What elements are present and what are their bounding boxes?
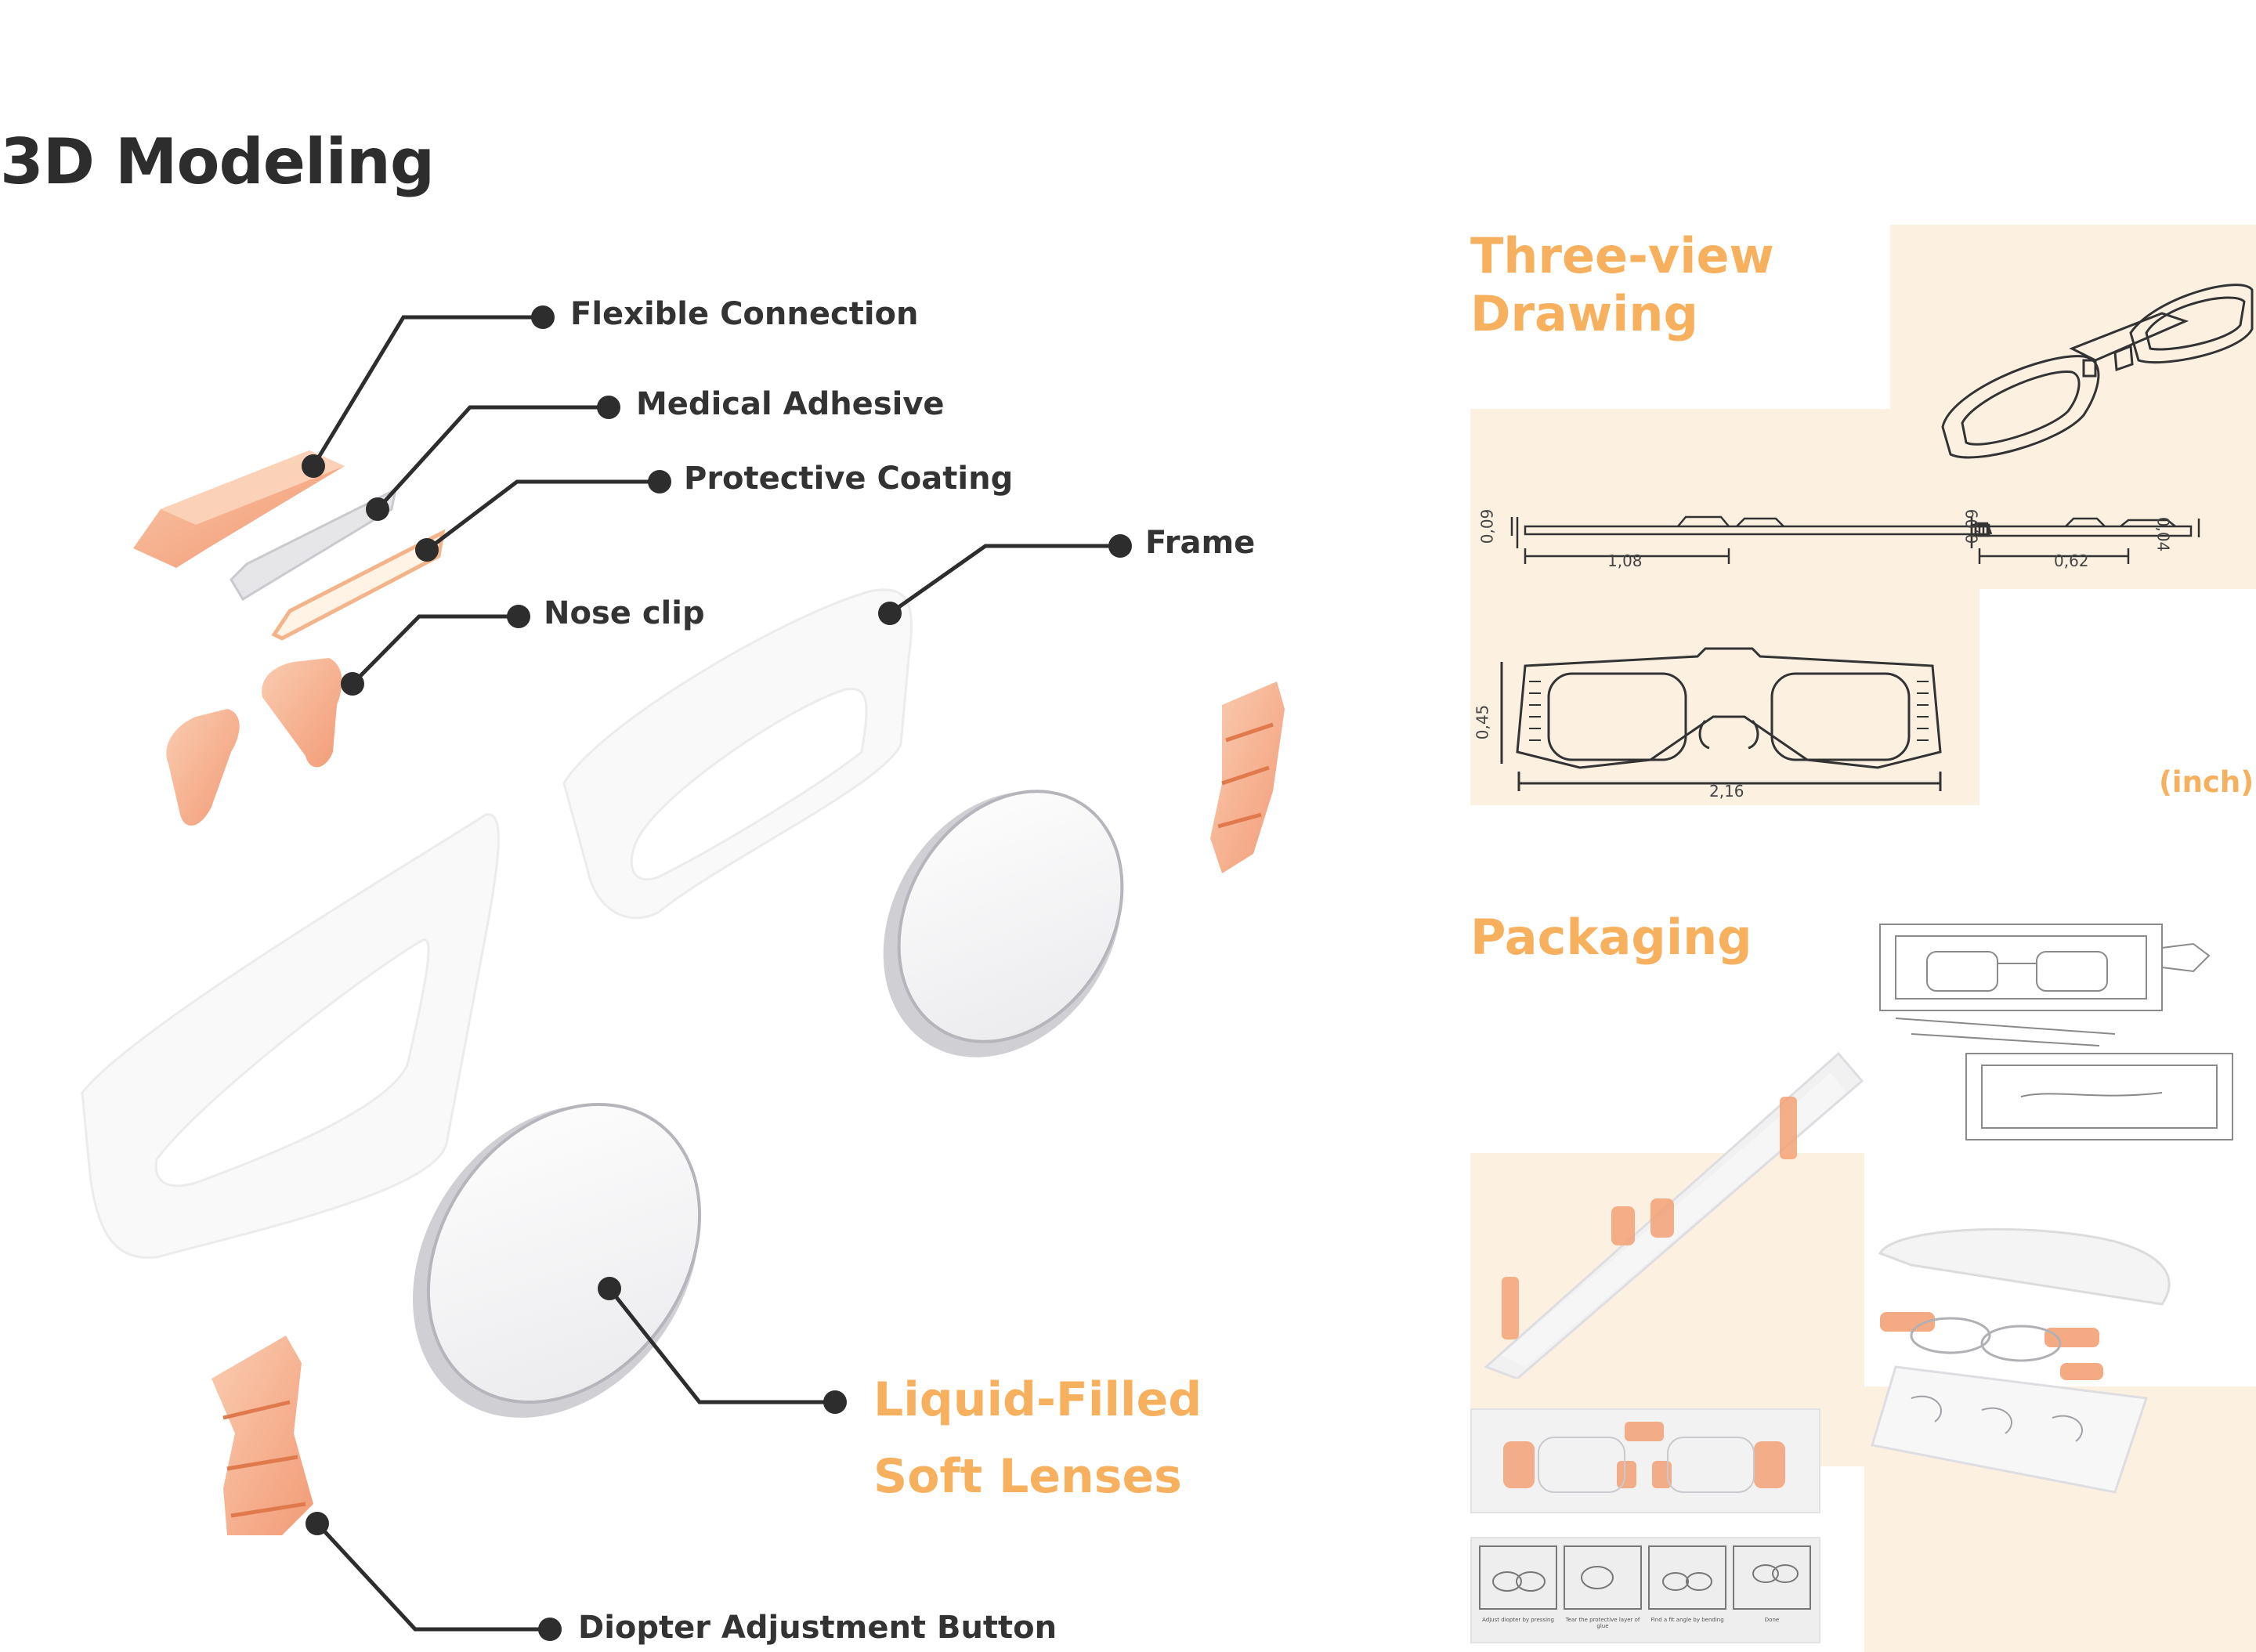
instruction-card-illustration: [1479, 1545, 1811, 1610]
label-lenses: Liquid-Filled Soft Lenses: [873, 1361, 1202, 1515]
label-lenses-line2: Soft Lenses: [873, 1449, 1182, 1504]
leader-flexible-connection: [311, 315, 543, 468]
leader-protective-coating: [425, 479, 660, 551]
dim-profile-length: 0,62: [2054, 551, 2089, 570]
leader-lenses: [608, 1287, 835, 1404]
instruction-step-4: Done: [1764, 1617, 1780, 1623]
medical-adhesive-part: [230, 487, 398, 602]
leader-frame: [888, 544, 1120, 616]
dim-front-width: 2,16: [1709, 782, 1744, 801]
front-view-drawing: [1500, 647, 1942, 791]
page-title: 3D Modeling: [0, 125, 435, 198]
label-protective-coating: Protective Coating: [684, 461, 1014, 497]
front-view-panel-background: [1470, 589, 1979, 805]
diopter-button-part-right: [1210, 681, 1285, 873]
protective-coating-part: [271, 529, 446, 641]
flexible-connection-part: [133, 450, 345, 568]
unit-label: (inch): [2159, 765, 2254, 799]
three-view-title-line2: Drawing: [1470, 285, 1698, 342]
frame-part-upper: [562, 588, 913, 920]
side-view-drawing: [1510, 515, 2200, 564]
diopter-button-part-left: [212, 1336, 313, 1535]
instruction-step-2: Tear the protective layer of glue: [1565, 1617, 1640, 1629]
dim-side-height: 0,09: [1477, 508, 1497, 544]
instruction-card: Adjust diopter by pressing Tear the prot…: [1470, 1537, 1820, 1643]
packaging-title: Packaging: [1470, 909, 1752, 966]
frame-part-lower: [81, 813, 500, 1260]
instruction-step-1: Adjust diopter by pressing: [1482, 1617, 1554, 1623]
isometric-drawing: [1941, 284, 2254, 459]
dim-profile-thickness: 0,04: [2153, 516, 2173, 552]
leader-diopter-button: [316, 1522, 550, 1632]
label-medical-adhesive: Medical Adhesive: [636, 386, 945, 422]
lens-part-lower: [413, 1102, 702, 1418]
label-nose-clip: Nose clip: [544, 595, 705, 631]
nose-clip-parts: [166, 658, 342, 826]
dim-side-length: 1,08: [1607, 551, 1643, 570]
package-render-flat: [1470, 1408, 1820, 1513]
instruction-step-3: Find a fit angle by bending: [1650, 1617, 1724, 1623]
dim-profile-height: 0,09: [1962, 508, 1982, 544]
label-flexible-connection: Flexible Connection: [570, 296, 919, 332]
dim-front-height: 0,45: [1473, 704, 1492, 740]
label-lenses-line1: Liquid-Filled: [873, 1372, 1202, 1427]
three-view-title-line1: Three-view: [1470, 227, 1774, 284]
lens-part-upper: [883, 790, 1124, 1057]
exploded-model-illustration: [81, 305, 1285, 1641]
package-render-flat-drawing: [1503, 1422, 1785, 1493]
leader-medical-adhesive: [376, 405, 609, 511]
label-frame: Frame: [1145, 525, 1256, 561]
packaging-sketches: [1879, 924, 2233, 1140]
package-render-tilted: [1484, 1051, 1864, 1379]
side-view-panel-background: [1470, 409, 2256, 589]
leader-nose-clip: [351, 614, 519, 685]
three-view-title: Three-view Drawing: [1470, 227, 1774, 343]
package-render-exploded: [1871, 1227, 2171, 1494]
label-diopter-button: Diopter Adjustment Button: [578, 1610, 1058, 1646]
